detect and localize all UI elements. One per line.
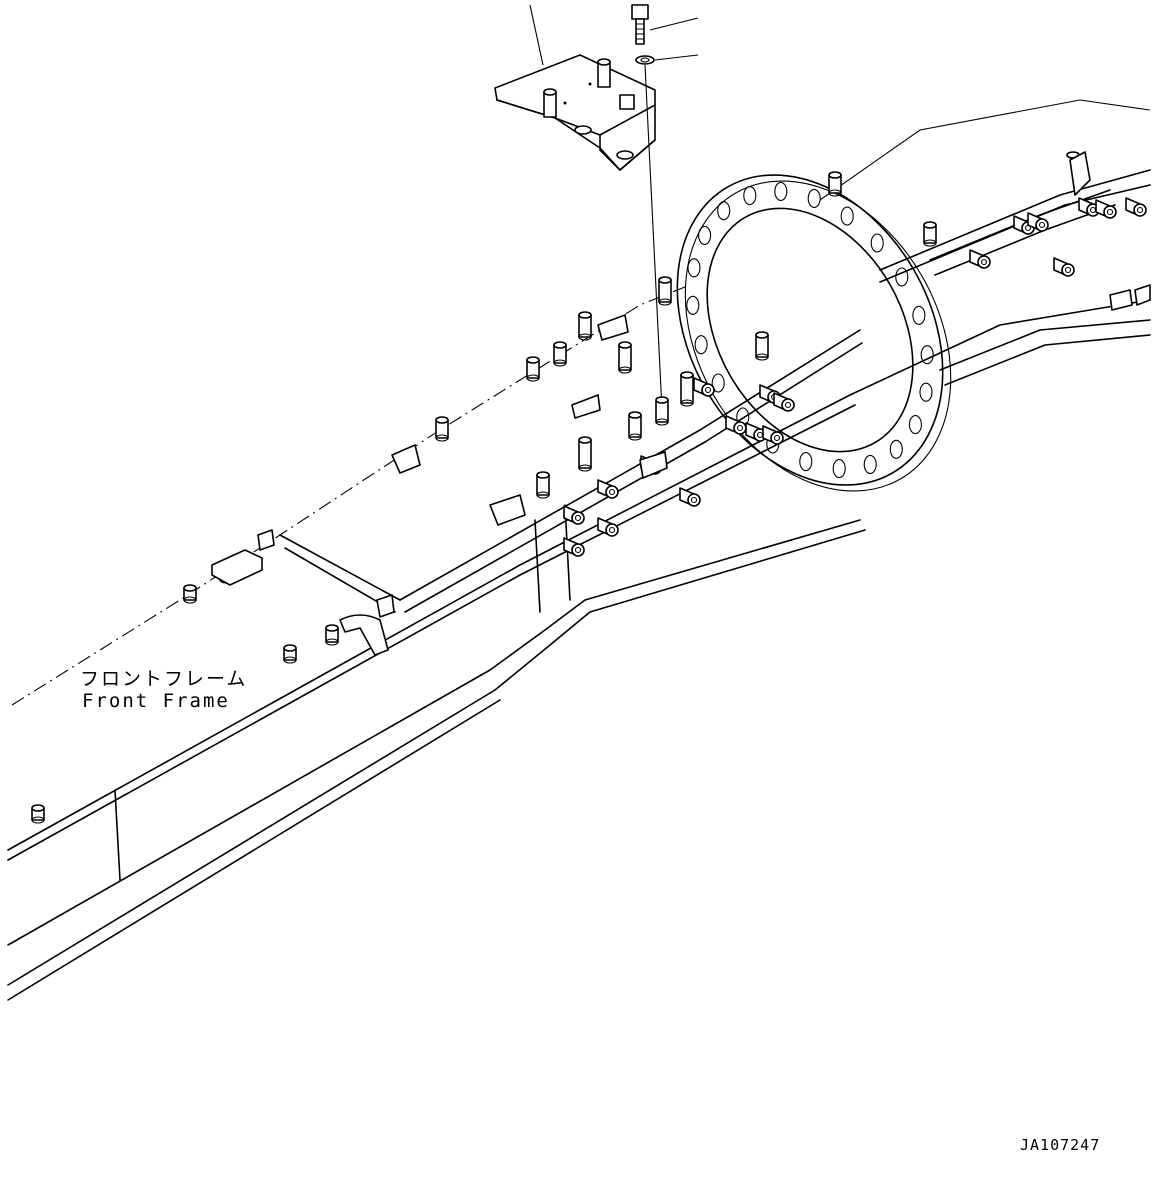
sleeve <box>773 392 795 412</box>
sleeve <box>1095 199 1117 219</box>
ring-hole <box>807 188 821 208</box>
leader-lines <box>529 4 699 411</box>
sleeve <box>693 377 715 397</box>
drawing-number: JA107247 <box>1020 1136 1101 1154</box>
sleeve <box>1125 197 1147 217</box>
sleeve <box>563 537 585 557</box>
ring-hole <box>698 225 712 245</box>
boss <box>553 341 567 367</box>
boss <box>923 221 937 247</box>
boss <box>435 416 449 442</box>
bolt <box>631 4 649 45</box>
boss <box>618 341 632 374</box>
front-frame-label-en: Front Frame <box>82 690 230 712</box>
sleeve <box>745 422 767 442</box>
boss <box>755 331 769 361</box>
boss <box>655 396 669 426</box>
ring-hole <box>908 415 922 435</box>
boss <box>283 644 297 664</box>
ring-hole <box>919 382 933 402</box>
sleeve <box>1078 197 1100 217</box>
boss <box>325 624 339 646</box>
boss <box>578 311 592 341</box>
ring-hole <box>774 181 788 201</box>
boss <box>183 584 197 604</box>
sleeve <box>1027 212 1049 232</box>
sleeve <box>679 487 701 507</box>
ring-hole <box>711 373 725 393</box>
boss <box>526 356 540 382</box>
ring-hole <box>920 345 934 365</box>
washer <box>635 55 655 65</box>
sleeve <box>563 505 585 525</box>
sleeve <box>762 425 784 445</box>
ring-hole <box>694 335 708 355</box>
boss <box>536 471 550 499</box>
boss <box>578 436 592 472</box>
front-frame-label-jp: フロントフレーム <box>80 668 248 690</box>
ring-hole <box>687 258 701 278</box>
boss <box>680 371 694 407</box>
sleeve <box>597 479 619 499</box>
ring-hole <box>832 459 846 479</box>
ring-hole <box>840 206 854 226</box>
sleeve <box>1053 257 1075 277</box>
ring-hole <box>717 201 731 221</box>
mounting-bosses <box>31 151 1147 824</box>
boss <box>828 171 842 197</box>
boss <box>31 804 45 824</box>
sleeve <box>1013 215 1035 235</box>
ring-hole <box>743 186 757 206</box>
boss <box>628 411 642 441</box>
ring-hole <box>686 295 700 315</box>
boss <box>658 276 672 306</box>
sleeve <box>725 415 747 435</box>
ring-hole <box>870 233 884 253</box>
ring-hole <box>912 305 926 325</box>
ring-hole <box>799 452 813 472</box>
sleeve <box>969 249 991 269</box>
bracket-plate <box>494 54 656 171</box>
ring-hole <box>863 454 877 474</box>
ring-hole <box>889 439 903 459</box>
sleeve <box>597 517 619 537</box>
ring-hole <box>895 267 909 287</box>
clip-brackets <box>211 151 1151 656</box>
ring-bolt-holes <box>686 181 934 479</box>
